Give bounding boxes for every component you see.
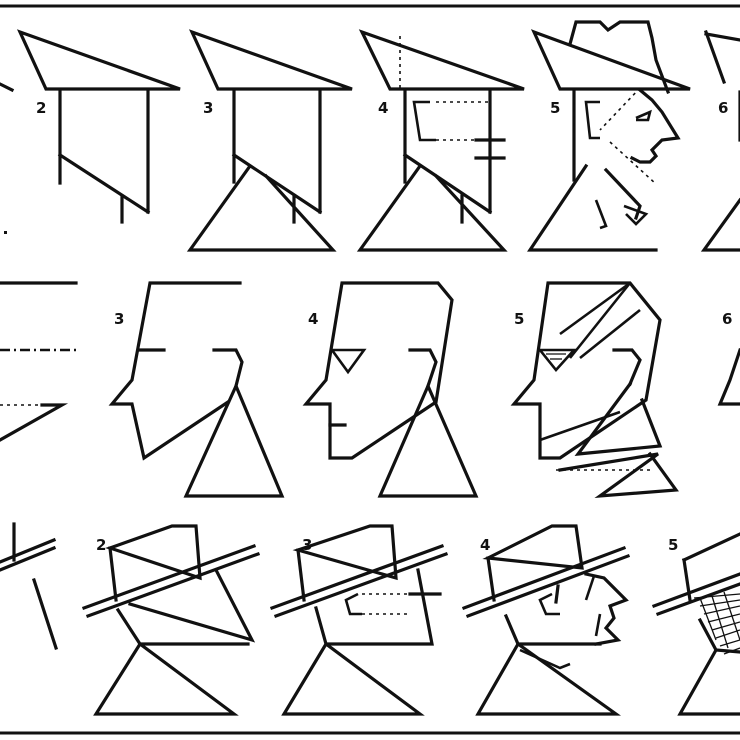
figure-row3-step3: 3	[269, 524, 449, 716]
figure-row2-step5: 5	[510, 281, 679, 499]
figure-row1-step5: 5	[527, 20, 691, 252]
figure-row2-step3: 3	[108, 281, 285, 498]
figure-row2-step2	[0, 281, 78, 442]
figure-row1-step1	[0, 82, 15, 234]
figure-row1-step2: 2	[16, 29, 181, 224]
figure-row1-step6: 6	[700, 29, 740, 252]
step-number: 4	[308, 310, 318, 328]
figure-row1-step4: 4	[356, 29, 525, 252]
sheet-frame	[0, 4, 740, 735]
step-number: 5	[550, 99, 560, 117]
step-number: 4	[480, 536, 490, 554]
step-number: 5	[514, 310, 524, 328]
row-boater: 2 3 4	[0, 522, 740, 716]
figure-row1-step3: 3	[186, 29, 353, 252]
figure-row2-step4: 4	[302, 281, 479, 498]
step-number: 6	[722, 310, 732, 328]
row-bare-head: 3 4 5	[0, 281, 740, 499]
hatching	[693, 591, 740, 655]
step-number: 4	[378, 99, 388, 117]
row-hat-profile: 2 3 4	[0, 20, 740, 252]
step-number: 2	[96, 536, 106, 554]
step-number: 3	[302, 536, 312, 554]
step-number: 6	[718, 99, 728, 117]
figure-row2-step6: 6	[717, 310, 740, 406]
step-number: 2	[36, 99, 46, 117]
step-number: 5	[668, 536, 678, 554]
figure-row3-step5: 5	[651, 532, 740, 716]
step-number: 3	[114, 310, 124, 328]
figure-row3-step1	[0, 522, 59, 651]
figure-row3-step4: 4	[461, 524, 631, 716]
figure-row3-step2: 2	[81, 524, 261, 716]
step-number: 3	[203, 99, 213, 117]
